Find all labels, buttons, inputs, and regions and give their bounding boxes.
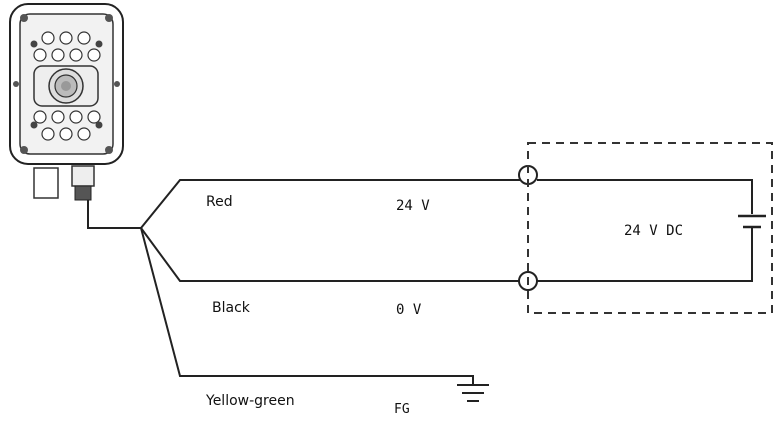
black-wire [140,227,528,282]
dc-source-icon [738,214,766,240]
yellow-green-wire-label: Yellow-green [206,393,295,409]
black-wire-label: Black [212,300,250,316]
red-voltage-label: 24 V [396,198,430,214]
fg-terminal-label: FG [394,402,410,417]
red-wire [140,179,528,229]
red-wire-label: Red [206,194,233,210]
supply-label: 24 V DC [624,223,684,239]
main-cable [87,200,141,229]
black-voltage-label: 0 V [396,302,422,318]
camera-device-icon [9,3,124,201]
supply-wiring [537,179,753,282]
ground-symbol-icon [457,384,489,402]
yellow-green-wire [140,227,474,384]
power-supply-box [527,142,773,314]
